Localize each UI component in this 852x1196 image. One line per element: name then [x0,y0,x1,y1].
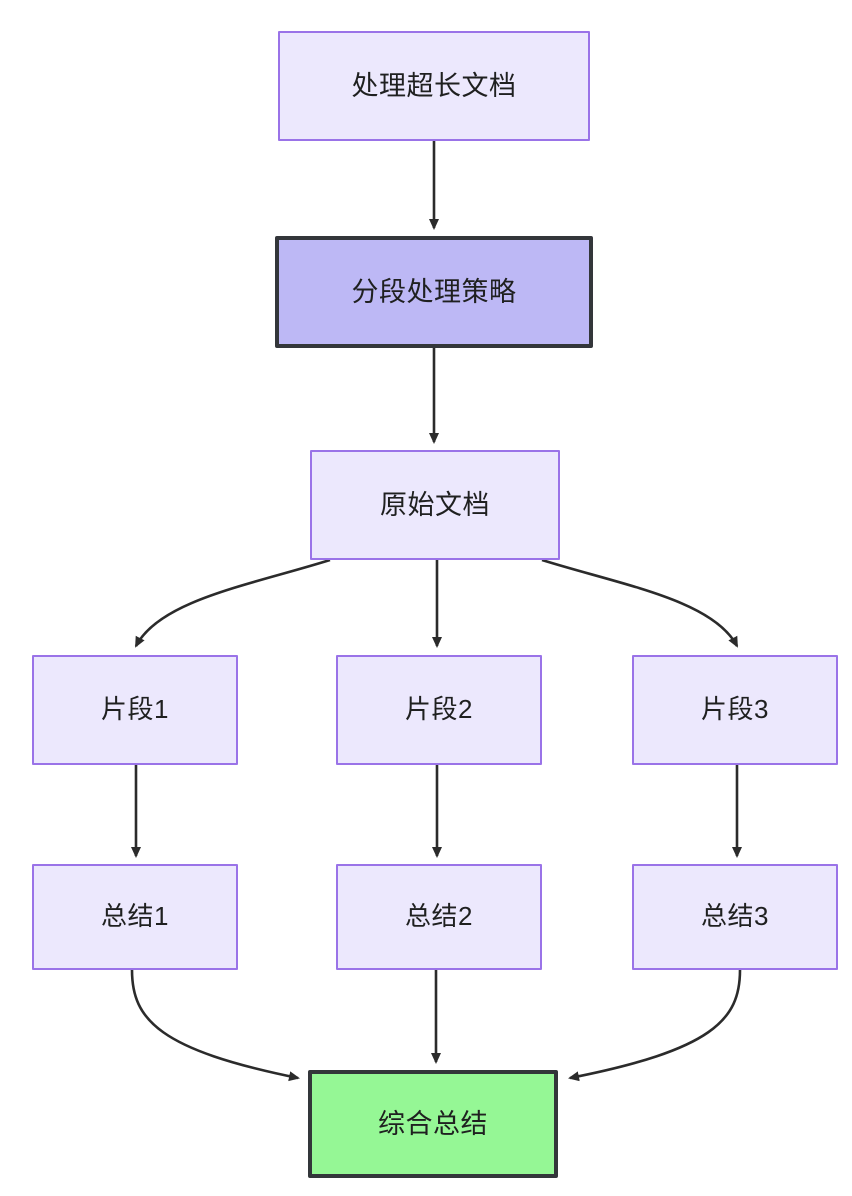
node-fragment-3[interactable]: 片段3 [632,655,838,765]
node-label: 原始文档 [380,489,490,520]
node-label: 片段3 [701,694,769,725]
node-label: 片段2 [405,694,473,725]
node-original-document[interactable]: 原始文档 [310,450,560,560]
node-process-long-document[interactable]: 处理超长文档 [278,31,590,141]
node-label: 总结1 [101,901,169,932]
node-label: 总结3 [701,901,769,932]
node-chunking-strategy[interactable]: 分段处理策略 [275,236,593,348]
node-label: 处理超长文档 [351,70,517,101]
node-comprehensive-summary[interactable]: 综合总结 [308,1070,558,1178]
node-summary-3[interactable]: 总结3 [632,864,838,970]
node-summary-1[interactable]: 总结1 [32,864,238,970]
node-label: 片段1 [101,694,169,725]
edge-source-to-chunk1 [134,558,331,648]
edge-source-to-chunk3 [541,558,739,648]
edge-summary3-to-final [568,969,742,1082]
node-label: 总结2 [405,901,473,932]
node-summary-2[interactable]: 总结2 [336,864,542,970]
node-label: 分段处理策略 [351,276,517,307]
node-fragment-2[interactable]: 片段2 [336,655,542,765]
node-label: 综合总结 [378,1108,488,1139]
node-fragment-1[interactable]: 片段1 [32,655,238,765]
edge-summary1-to-final [130,969,300,1082]
